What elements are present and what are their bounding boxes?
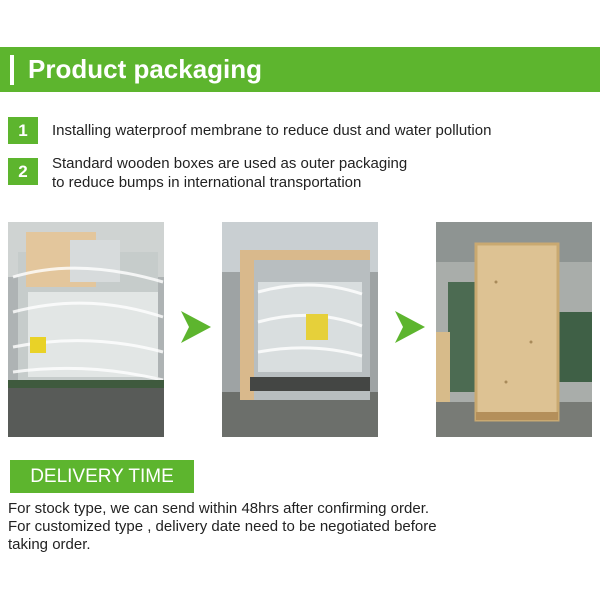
step-number-badge: 2 — [8, 158, 38, 185]
closed-wooden-crate-photo — [436, 222, 592, 437]
delivery-time-title: DELIVERY TIME — [30, 466, 174, 487]
closed-wooden-crate-illustration — [436, 222, 592, 437]
arrow-right-icon — [395, 311, 425, 343]
step-number-badge: 1 — [8, 117, 38, 144]
plastic-wrapped-machine-illustration — [8, 222, 164, 437]
open-wooden-crate-illustration — [222, 222, 378, 437]
page-title: Product packaging — [28, 54, 263, 84]
delivery-time-description: For stock type, we can send within 48hrs… — [8, 500, 437, 554]
step-description: Standard wooden boxes are used as outer … — [52, 154, 407, 192]
delivery-text-line: taking order. — [8, 536, 91, 553]
delivery-text-line: For customized type , delivery date need… — [8, 518, 437, 535]
step-text-line: Installing waterproof membrane to reduce… — [52, 122, 492, 139]
banner-accent-bar — [10, 55, 14, 85]
header-banner: Product packaging — [0, 47, 600, 92]
step-text-line: Standard wooden boxes are used as outer … — [52, 155, 408, 172]
delivery-text-line: For stock type, we can send within 48hrs… — [8, 500, 430, 517]
step-text-line: to reduce bumps in international transpo… — [52, 174, 362, 191]
machine-in-open-wooden-crate-photo — [222, 222, 378, 437]
step-description: Installing waterproof membrane to reduce… — [52, 121, 491, 140]
plastic-wrapped-machine-photo — [8, 222, 164, 437]
arrow-right-icon — [181, 311, 211, 343]
delivery-time-banner: DELIVERY TIME — [10, 460, 194, 493]
